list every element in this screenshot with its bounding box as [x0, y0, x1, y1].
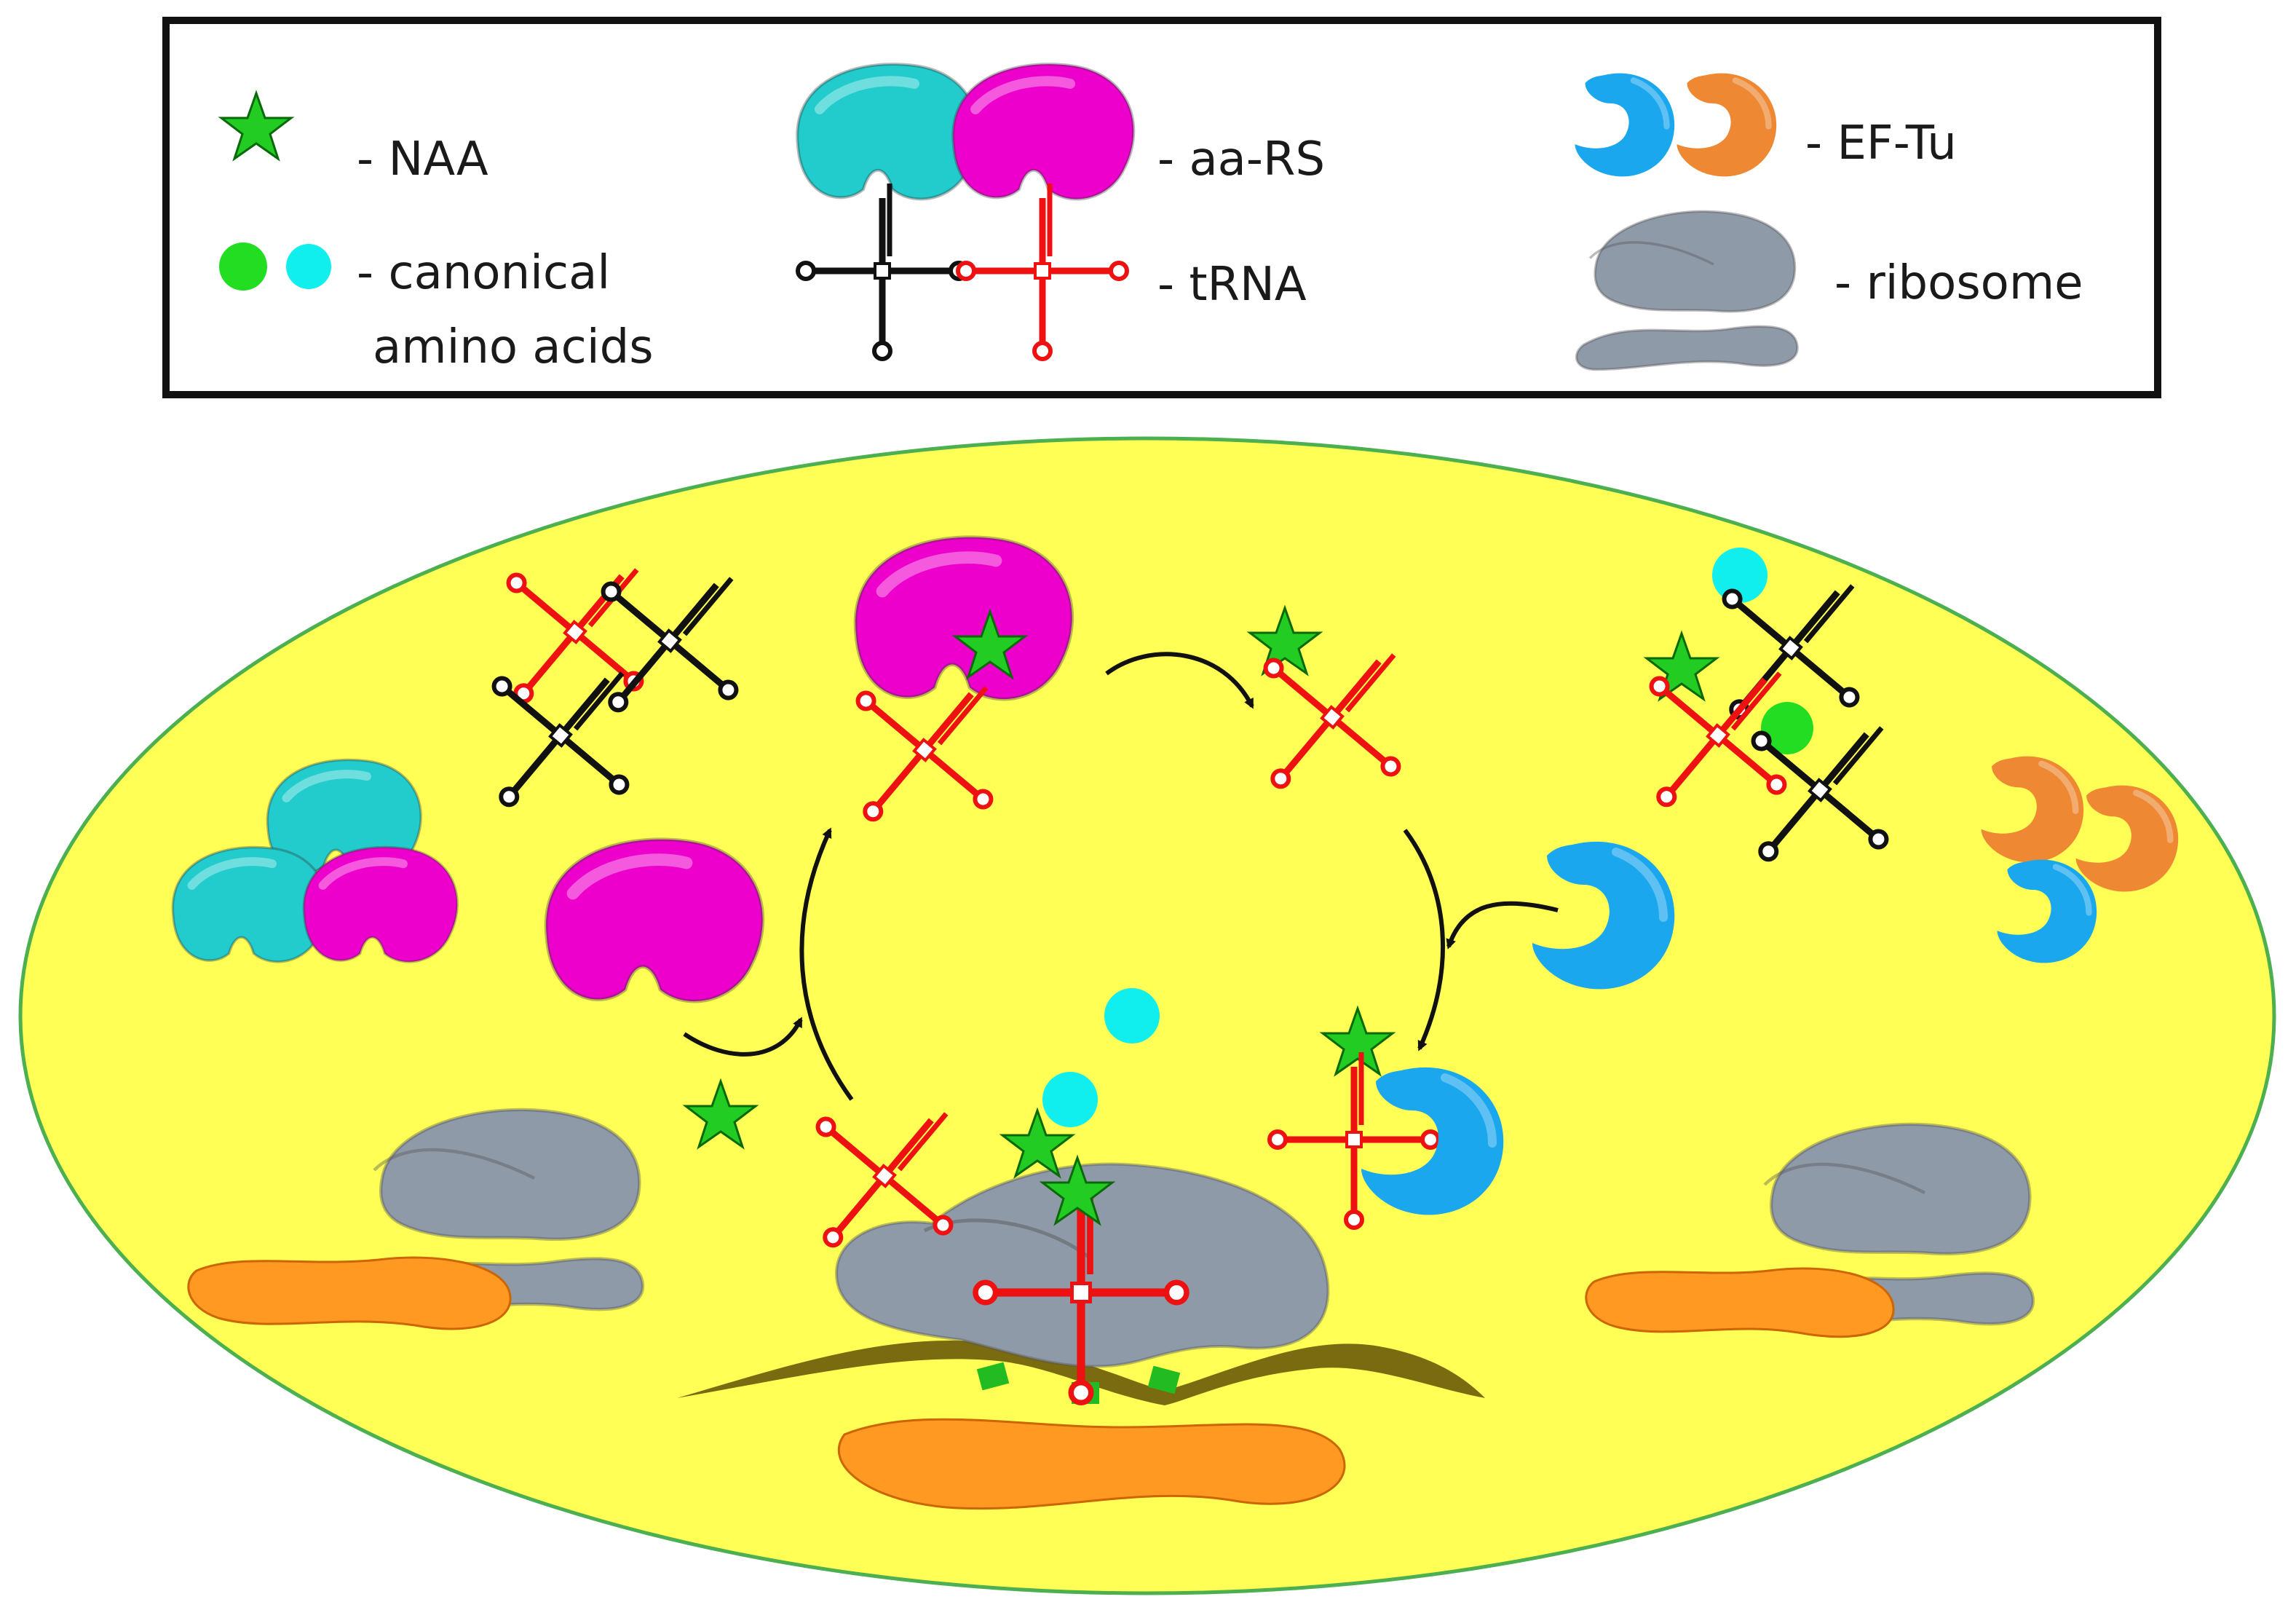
peptide-central [837, 1418, 1346, 1510]
arrow-aars-to-charged-trna [1105, 652, 1254, 709]
peptide-left [187, 1256, 512, 1330]
legend-box [162, 17, 2161, 398]
aars-magenta-released [546, 840, 763, 1001]
codon-3 [1147, 1365, 1181, 1394]
legend-naa-label: - NAA [357, 133, 488, 186]
codon-1 [976, 1362, 1010, 1391]
arrow-charged-trna-down [1403, 829, 1445, 1051]
aars-magenta-free [304, 847, 457, 961]
canonical-green-legend-icon [219, 242, 267, 291]
arrow-ribosome-to-aars [799, 827, 854, 1101]
legend-aars-label: - aa-RS [1157, 133, 1325, 186]
canonical-cyan-legend-icon [286, 244, 331, 289]
legend: - NAA - canonical amino acids - aa-RS - … [162, 17, 2161, 398]
legend-canonical-label-2: amino acids [373, 320, 654, 374]
canonical-green-on-trna [1761, 702, 1813, 754]
legend-ribosome-label: - ribosome [1834, 256, 2083, 310]
canonical-cyan-free-2 [1042, 1072, 1098, 1127]
aars-cyan-legend-icon [797, 64, 978, 199]
cycle-arrows [683, 652, 1559, 1101]
arrow-free-aars-join [683, 1017, 803, 1057]
aars-magenta-charging [855, 537, 1072, 699]
legend-canonical-label-1: - canonical [357, 246, 610, 300]
legend-eftu-label: - EF-Tu [1805, 117, 1957, 170]
canonical-cyan-on-trna [1712, 548, 1767, 603]
peptide-right [1585, 1267, 1895, 1338]
legend-trna-label: - tRNA [1157, 258, 1307, 312]
arrow-eftu-join [1446, 901, 1559, 950]
aars-magenta-legend-icon [953, 64, 1133, 199]
canonical-cyan-free-1 [1104, 988, 1160, 1043]
